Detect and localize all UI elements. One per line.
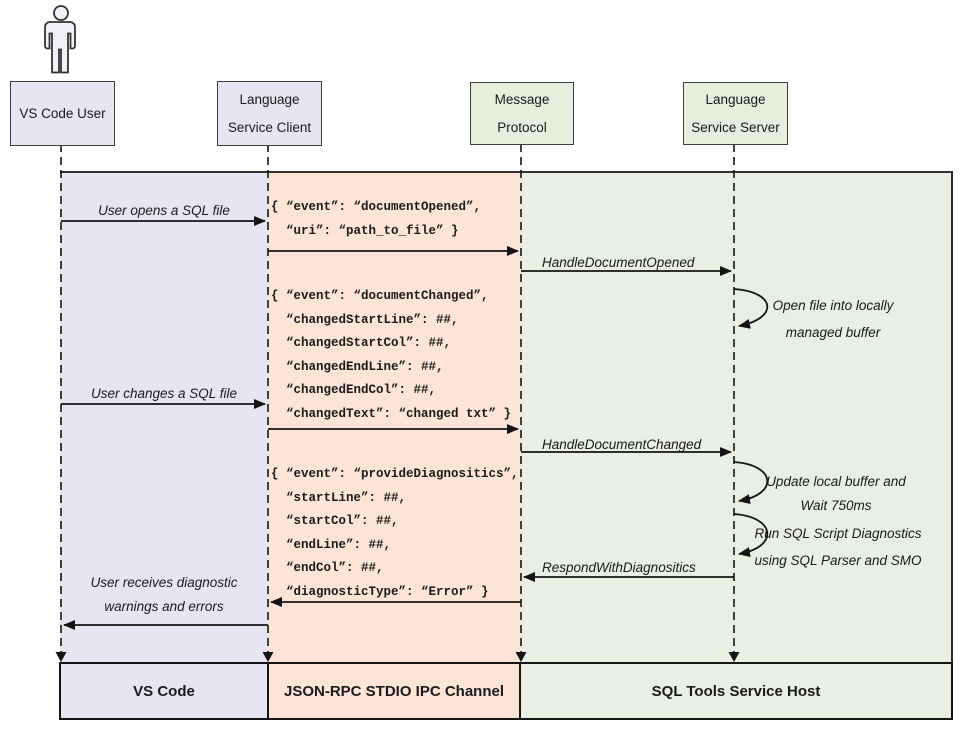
note-run-diagnostics: Run SQL Script Diagnostics using SQL Par… <box>748 520 928 574</box>
payload-document-changed: { “event”: “documentChanged”, “changedSt… <box>271 289 512 421</box>
footer-label: VS Code <box>133 682 195 700</box>
message-label-user-changes: User changes a SQL file <box>90 386 238 401</box>
message-label-line2: warnings and errors <box>104 599 224 614</box>
lane-vscode <box>60 172 268 663</box>
actor-label: VS Code User <box>19 105 106 121</box>
note-update-buffer: Update local buffer and Wait 750ms <box>746 470 926 518</box>
message-label-user-receives: User receives diagnostic warnings and er… <box>60 571 268 619</box>
footer-label: JSON-RPC STDIO IPC Channel <box>283 682 505 700</box>
message-label-line1: User receives diagnostic <box>90 575 238 590</box>
self-loop-update-buffer <box>733 461 769 505</box>
lifeline-end-arrow-user <box>55 652 67 662</box>
message-label-user-opens: User opens a SQL file <box>98 203 230 218</box>
footer-box-service-host: SQL Tools Service Host <box>519 662 953 720</box>
actor-label-line2: Service Client <box>227 119 312 135</box>
footer-box-vscode: VS Code <box>59 662 269 720</box>
actor-label-line1: Message <box>494 91 550 107</box>
actor-label-line1: Language <box>705 91 766 107</box>
lifeline-end-arrow-protocol <box>515 652 527 662</box>
actor-box-vscode-user: VS Code User <box>10 81 115 146</box>
actor-label-line2: Protocol <box>497 119 547 135</box>
note-open-file: Open file into locally managed buffer <box>743 292 923 346</box>
message-label-handle-document-changed: HandleDocumentChanged <box>542 437 702 452</box>
note-line2: managed buffer <box>785 325 881 340</box>
actor-box-language-service-client: Language Service Client <box>217 81 322 146</box>
note-line2: Wait 750ms <box>800 498 872 513</box>
actor-label-line1: Language <box>239 91 300 107</box>
message-label-respond-with-diagnostics: RespondWithDiagnositics <box>542 560 696 575</box>
lifeline-end-arrow-server <box>728 652 740 662</box>
payload-document-opened: { “event”: “documentOpened”, “uri”: “pat… <box>271 200 482 238</box>
user-actor-icon <box>44 5 76 74</box>
footer-label: SQL Tools Service Host <box>651 682 821 700</box>
note-line2: using SQL Parser and SMO <box>754 553 922 568</box>
actor-box-language-service-server: Language Service Server <box>683 82 788 145</box>
actor-box-message-protocol: Message Protocol <box>470 82 574 145</box>
lane-ipc-channel <box>268 172 520 663</box>
footer-box-ipc-channel: JSON-RPC STDIO IPC Channel <box>267 662 521 720</box>
payload-provide-diagnostics: { “event”: “provideDiagnositics”, “start… <box>271 467 519 599</box>
lifeline-end-arrow-client <box>262 652 274 662</box>
self-loop-run-diagnostics <box>733 513 769 558</box>
actor-label-line2: Service Server <box>691 119 780 135</box>
self-loop-open-file <box>733 288 769 329</box>
lane-service-host <box>520 172 952 663</box>
note-line1: Update local buffer and <box>766 474 906 489</box>
message-label-handle-document-opened: HandleDocumentOpened <box>542 255 695 270</box>
note-line1: Open file into locally <box>772 298 894 313</box>
note-line1: Run SQL Script Diagnostics <box>754 526 922 541</box>
